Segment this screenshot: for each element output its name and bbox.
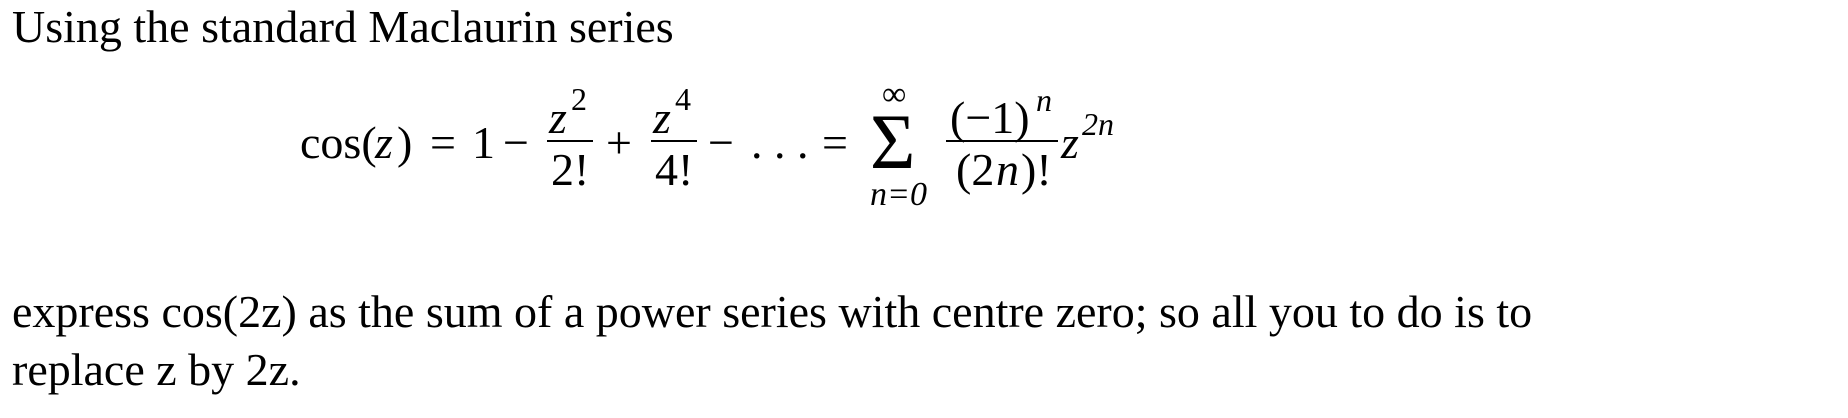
series-denominator-variable: n bbox=[996, 144, 1019, 195]
closing-line-1: express cos(2z) as the sum of a power se… bbox=[12, 286, 1533, 337]
series-denominator-open: (2 bbox=[956, 144, 995, 195]
term2-denominator: 2! bbox=[551, 144, 590, 195]
constant-one: 1 bbox=[472, 117, 495, 168]
cos-close-paren: ) bbox=[397, 117, 413, 168]
closing-line-2: replace z by 2z. bbox=[12, 344, 301, 395]
sum-symbol: Σ bbox=[870, 98, 916, 185]
series-numerator: (−1) bbox=[950, 92, 1030, 143]
equals-sign-2: = bbox=[822, 117, 848, 168]
closing-text: express cos(2z) as the sum of a power se… bbox=[12, 283, 1842, 399]
series-power-exponent: 2n bbox=[1082, 106, 1114, 142]
series-numerator-exponent: n bbox=[1036, 82, 1052, 118]
sum-upper-limit: ∞ bbox=[882, 76, 907, 113]
term4-numerator-variable: z bbox=[653, 92, 671, 143]
term2-numerator-exponent: 2 bbox=[571, 81, 587, 117]
minus-sign-1: − bbox=[503, 117, 529, 168]
term4-fraction-bar bbox=[651, 140, 697, 142]
ellipsis: . . . bbox=[751, 117, 809, 168]
term4-denominator: 4! bbox=[655, 144, 694, 195]
cos-argument: z bbox=[375, 117, 393, 168]
term2-numerator-variable: z bbox=[549, 92, 567, 143]
intro-text: Using the standard Maclaurin series bbox=[12, 1, 674, 52]
series-power-variable: z bbox=[1061, 117, 1079, 168]
minus-sign-2: − bbox=[708, 117, 734, 168]
series-denominator-close: )! bbox=[1021, 144, 1052, 195]
term4-numerator-exponent: 4 bbox=[675, 81, 691, 117]
sum-lower-limit: n=0 bbox=[870, 176, 927, 213]
plus-sign: + bbox=[606, 117, 632, 168]
term2-fraction-bar bbox=[547, 140, 593, 142]
equals-sign-1: = bbox=[430, 117, 456, 168]
cos-function: cos( bbox=[300, 117, 377, 168]
series-fraction-bar bbox=[946, 140, 1058, 142]
